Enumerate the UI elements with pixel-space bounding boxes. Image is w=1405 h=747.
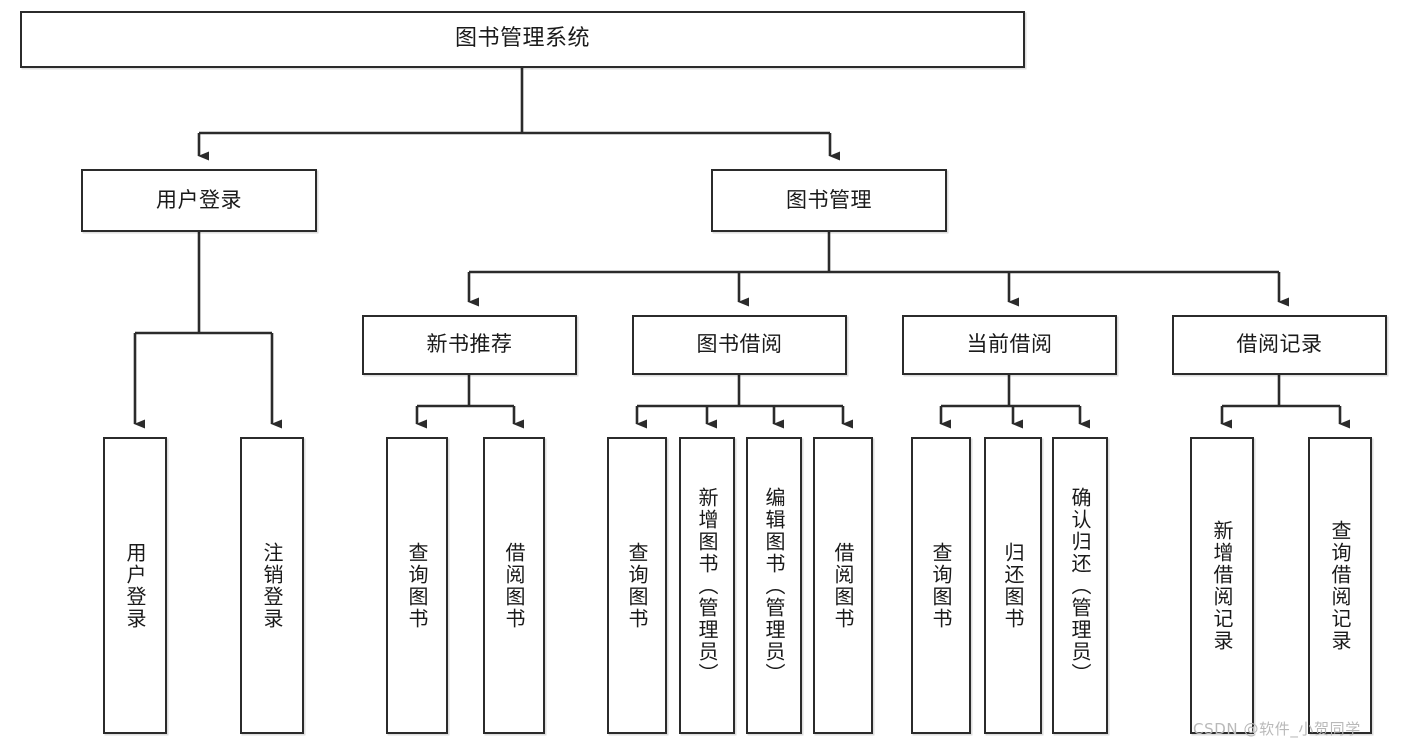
node-new-book-recommend-label: 新书推荐: [426, 332, 513, 357]
node-new-book-recommend[interactable]: 新书推荐: [362, 315, 577, 375]
node-book-borrow[interactable]: 图书借阅: [632, 315, 847, 375]
node-leaf-query-record[interactable]: 查询借阅记录: [1308, 437, 1372, 734]
node-leaf-query-record-label: 查询借阅记录: [1328, 519, 1352, 652]
node-leaf-add-record-label: 新增借阅记录: [1210, 519, 1234, 652]
node-leaf-edit-book-label: 编辑图书（管理员）: [762, 486, 786, 685]
node-leaf-edit-book[interactable]: 编辑图书（管理员）: [746, 437, 802, 734]
node-book-manage[interactable]: 图书管理: [711, 169, 947, 232]
node-leaf-add-book-label: 新增图书（管理员）: [695, 486, 719, 685]
node-leaf-query-book-cur-label: 查询图书: [929, 541, 953, 630]
node-user-login[interactable]: 用户登录: [81, 169, 317, 232]
node-leaf-confirm-return[interactable]: 确认归还（管理员）: [1052, 437, 1108, 734]
node-current-borrow-label: 当前借阅: [966, 332, 1053, 357]
node-leaf-user-login-label: 用户登录: [123, 541, 147, 630]
node-leaf-confirm-return-label: 确认归还（管理员）: [1068, 486, 1092, 685]
node-leaf-query-book-rec-label: 查询图书: [405, 541, 429, 630]
node-book-manage-label: 图书管理: [786, 187, 872, 212]
node-leaf-return-book[interactable]: 归还图书: [984, 437, 1042, 734]
node-leaf-query-book-cur[interactable]: 查询图书: [911, 437, 971, 734]
node-leaf-query-book-borrow-label: 查询图书: [625, 541, 649, 630]
node-root-label: 图书管理系统: [454, 26, 590, 52]
node-leaf-add-book[interactable]: 新增图书（管理员）: [679, 437, 735, 734]
node-leaf-user-login[interactable]: 用户登录: [103, 437, 167, 734]
node-borrow-record[interactable]: 借阅记录: [1172, 315, 1387, 375]
node-current-borrow[interactable]: 当前借阅: [902, 315, 1117, 375]
node-leaf-return-book-label: 归还图书: [1001, 541, 1025, 630]
node-leaf-logout-label: 注销登录: [260, 541, 284, 630]
node-leaf-add-record[interactable]: 新增借阅记录: [1190, 437, 1254, 734]
node-leaf-borrow-book-rec-label: 借阅图书: [502, 541, 526, 630]
node-book-borrow-label: 图书借阅: [696, 332, 783, 357]
node-borrow-record-label: 借阅记录: [1236, 332, 1323, 357]
node-leaf-query-book-borrow[interactable]: 查询图书: [607, 437, 667, 734]
node-leaf-borrow-book-rec[interactable]: 借阅图书: [483, 437, 545, 734]
node-leaf-query-book-rec[interactable]: 查询图书: [386, 437, 448, 734]
node-root[interactable]: 图书管理系统: [20, 11, 1025, 68]
node-leaf-logout[interactable]: 注销登录: [240, 437, 304, 734]
node-leaf-borrow-book-label: 借阅图书: [831, 541, 855, 630]
node-leaf-borrow-book[interactable]: 借阅图书: [813, 437, 873, 734]
node-user-login-label: 用户登录: [156, 187, 242, 212]
